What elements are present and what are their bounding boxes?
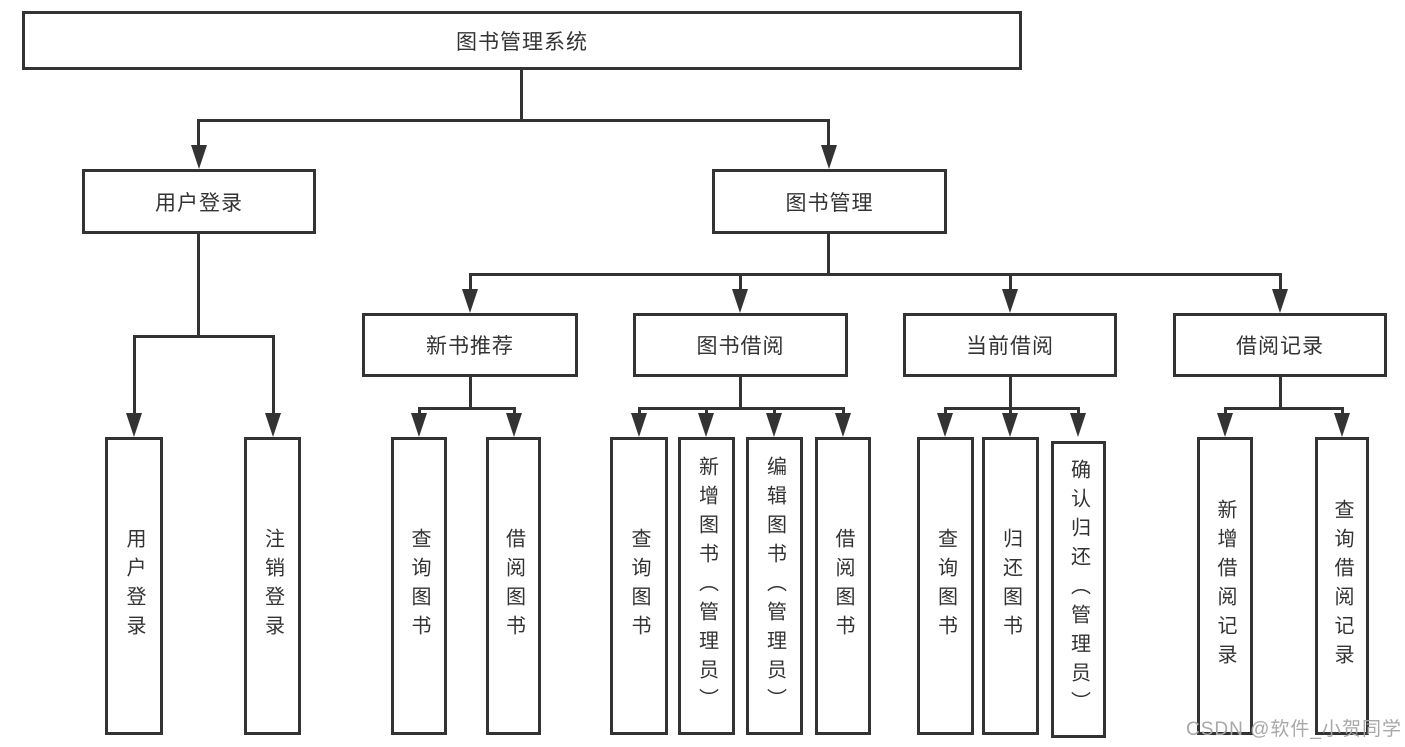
arrow-to-current-borrow-icon <box>1002 289 1018 313</box>
connector-leaf-drop <box>418 407 421 417</box>
connector-to-new-book <box>469 273 472 293</box>
leaf-newbook-borrow-label: 借阅图书 <box>502 528 525 644</box>
leaf-records-add-label: 新增借阅记录 <box>1214 499 1236 673</box>
arrow-leaf-icon <box>766 413 782 437</box>
node-new-book-recommend-label: 新书推荐 <box>426 335 514 358</box>
arrow-to-user-login-icon <box>191 145 207 169</box>
connector-new-book-stem <box>469 377 472 407</box>
arrow-leaf-icon <box>698 413 714 437</box>
connector-to-book-management <box>827 119 830 150</box>
csdn-watermark: CSDN @软件_小贺同学 <box>1186 719 1402 740</box>
leaf-newbook-query: 查询图书 <box>391 437 447 735</box>
leaf-borrow-edit-book-label: 编辑图书（管理员） <box>763 455 786 717</box>
connector-user-login-bar <box>133 335 275 338</box>
arrow-leaf-icon <box>1002 413 1018 437</box>
leaf-user-login-label: 用户登录 <box>123 528 145 644</box>
connector-leaf-drop <box>1224 407 1227 417</box>
connector-book-borrow-stem <box>739 377 742 407</box>
node-book-management-label: 图书管理 <box>785 191 874 215</box>
leaf-current-query: 查询图书 <box>917 437 974 735</box>
leaf-records-query: 查询借阅记录 <box>1315 437 1369 735</box>
arrow-leaf-icon <box>506 413 522 437</box>
leaf-borrow-add-book: 新增图书（管理员） <box>678 437 735 735</box>
connector-leaf-drop <box>705 407 708 417</box>
leaf-borrow-add-book-label: 新增图书（管理员） <box>695 455 718 717</box>
connector-level1-bar <box>197 119 830 122</box>
arrow-to-leaf-user-login-icon <box>126 413 142 437</box>
connector-book-borrow-bar <box>638 407 845 410</box>
arrow-leaf-icon <box>631 413 647 437</box>
connector-borrow-records-stem <box>1279 377 1282 407</box>
arrow-leaf-icon <box>1217 413 1233 437</box>
node-user-login: 用户登录 <box>82 169 316 234</box>
arrow-leaf-icon <box>411 413 427 437</box>
node-current-borrow-label: 当前借阅 <box>966 335 1054 358</box>
connector-user-login-left-drop <box>133 335 136 417</box>
leaf-user-login: 用户登录 <box>105 437 163 735</box>
arrow-leaf-icon <box>1334 413 1350 437</box>
connector-to-book-borrow <box>739 273 742 293</box>
node-current-borrow: 当前借阅 <box>903 313 1117 377</box>
leaf-current-return-label: 归还图书 <box>999 528 1022 644</box>
node-book-management: 图书管理 <box>712 169 947 234</box>
arrow-to-borrow-records-icon <box>1272 289 1288 313</box>
leaf-records-add: 新增借阅记录 <box>1197 437 1253 735</box>
node-user-login-label: 用户登录 <box>155 191 243 215</box>
connector-leaf-drop <box>1009 407 1012 417</box>
connector-book-management-stem <box>827 234 830 273</box>
arrow-leaf-icon <box>1070 413 1086 437</box>
connector-leaf-drop <box>1077 407 1080 417</box>
leaf-newbook-borrow: 借阅图书 <box>486 437 541 735</box>
leaf-borrow-query-label: 查询图书 <box>628 528 650 644</box>
arrow-to-book-borrow-icon <box>732 289 748 313</box>
leaf-current-confirm-return-label: 确认归还（管理员） <box>1067 459 1090 720</box>
arrow-to-book-management-icon <box>821 145 837 169</box>
node-new-book-recommend: 新书推荐 <box>362 313 578 377</box>
node-book-borrow-label: 图书借阅 <box>696 335 785 358</box>
connector-current-borrow-stem <box>1009 377 1012 407</box>
connector-user-login-stem <box>197 234 200 335</box>
leaf-borrow-edit-book: 编辑图书（管理员） <box>746 437 803 735</box>
arrow-to-new-book-icon <box>462 289 478 313</box>
leaf-borrow-borrow-book: 借阅图书 <box>815 437 871 735</box>
leaf-logout-label: 注销登录 <box>261 528 284 644</box>
connector-level2-bar <box>469 273 1281 276</box>
connector-leaf-drop <box>513 407 516 417</box>
connector-user-login-right-drop <box>272 335 275 417</box>
node-borrow-records-label: 借阅记录 <box>1236 335 1324 358</box>
leaf-borrow-query: 查询图书 <box>610 437 668 735</box>
arrow-leaf-icon <box>835 413 851 437</box>
connector-leaf-drop <box>944 407 947 417</box>
leaf-logout: 注销登录 <box>244 437 301 735</box>
arrow-leaf-icon <box>937 413 953 437</box>
leaf-newbook-query-label: 查询图书 <box>408 528 430 644</box>
node-root: 图书管理系统 <box>22 11 1022 70</box>
leaf-current-return: 归还图书 <box>982 437 1039 735</box>
connector-leaf-drop <box>773 407 776 417</box>
connector-to-user-login <box>197 119 200 150</box>
node-book-borrow: 图书借阅 <box>633 313 848 377</box>
connector-borrow-records-bar <box>1224 407 1344 410</box>
leaf-records-query-label: 查询借阅记录 <box>1331 499 1353 673</box>
leaf-current-confirm-return: 确认归还（管理员） <box>1051 441 1106 738</box>
connector-to-borrow-records <box>1279 273 1282 293</box>
node-root-label: 图书管理系统 <box>456 30 588 54</box>
connector-current-borrow-bar <box>944 407 1080 410</box>
leaf-borrow-borrow-book-label: 借阅图书 <box>832 528 854 644</box>
connector-new-book-bar <box>418 407 516 410</box>
arrow-to-leaf-logout-icon <box>265 413 281 437</box>
connector-leaf-drop <box>842 407 845 417</box>
connector-leaf-drop <box>638 407 641 417</box>
leaf-current-query-label: 查询图书 <box>934 528 957 644</box>
connector-root-stem <box>520 70 523 119</box>
node-borrow-records: 借阅记录 <box>1173 313 1387 377</box>
connector-leaf-drop <box>1341 407 1344 417</box>
connector-to-current-borrow <box>1009 273 1012 293</box>
